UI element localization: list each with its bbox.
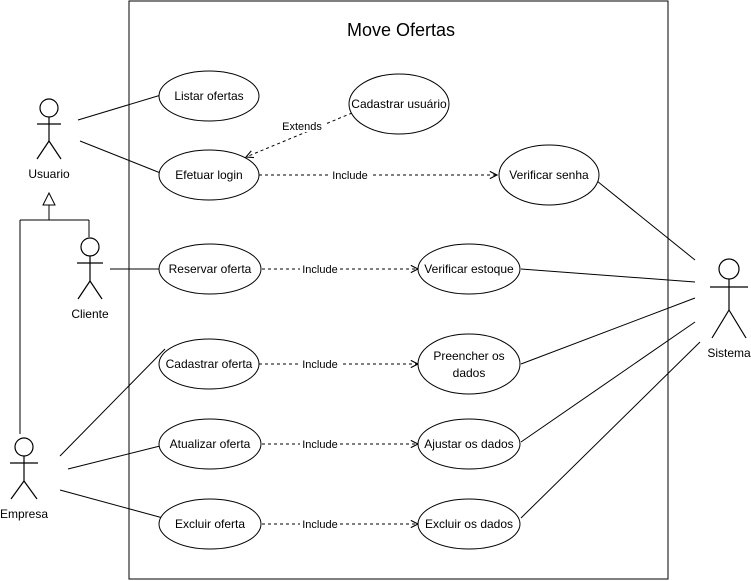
actor-empresa-label: Empresa bbox=[0, 507, 48, 521]
use-case-atualizar-oferta-label: Atualizar oferta bbox=[170, 437, 251, 451]
use-case-preencher-dados[interactable]: Preencher os dados bbox=[417, 333, 521, 395]
actor-empresa[interactable] bbox=[10, 437, 38, 500]
use-case-verificar-estoque-label: Verificar estoque bbox=[424, 262, 514, 276]
use-case-efetuar-login[interactable]: Efetuar login bbox=[158, 149, 260, 201]
actor-sistema[interactable] bbox=[710, 258, 748, 339]
use-case-verificar-estoque[interactable]: Verificar estoque bbox=[417, 243, 521, 295]
use-case-preencher-dados-label-line2: dados bbox=[453, 366, 486, 380]
extends-label: Extends bbox=[282, 121, 322, 133]
use-case-cadastrar-usuario-label: Cadastrar usuário bbox=[351, 97, 447, 111]
generalization-edge bbox=[19, 191, 90, 434]
use-case-listar-ofertas-label: Listar ofertas bbox=[174, 89, 243, 103]
use-case-excluir-dados[interactable]: Excluir os dados bbox=[417, 498, 521, 550]
actor-usuario-label: Usuario bbox=[28, 167, 70, 181]
use-case-excluir-oferta[interactable]: Excluir oferta bbox=[158, 498, 262, 550]
use-case-atualizar-oferta[interactable]: Atualizar oferta bbox=[158, 418, 262, 470]
include-label-reservar: Include bbox=[302, 264, 337, 276]
system-title: Move Ofertas bbox=[347, 20, 455, 40]
use-case-reservar-oferta[interactable]: Reservar oferta bbox=[158, 243, 262, 295]
use-case-preencher-dados-label-line1: Preencher os bbox=[433, 349, 504, 363]
association-edges bbox=[59, 94, 701, 519]
include-label-login: Include bbox=[332, 170, 367, 182]
use-case-cadastrar-usuario[interactable]: Cadastrar usuário bbox=[348, 73, 450, 135]
actor-cliente-label: Cliente bbox=[71, 307, 109, 321]
use-case-listar-ofertas[interactable]: Listar ofertas bbox=[158, 70, 260, 122]
include-label-atualizar: Include bbox=[302, 439, 337, 451]
include-label-excluir: Include bbox=[302, 519, 337, 531]
actor-sistema-label: Sistema bbox=[707, 346, 751, 360]
use-case-verificar-senha-label: Verificar senha bbox=[509, 168, 589, 182]
use-case-cadastrar-oferta[interactable]: Cadastrar oferta bbox=[158, 338, 260, 390]
use-case-efetuar-login-label: Efetuar login bbox=[175, 168, 242, 182]
use-case-excluir-dados-label: Excluir os dados bbox=[425, 517, 513, 531]
actor-cliente[interactable] bbox=[77, 237, 103, 300]
use-case-ajustar-dados-label: Ajustar os dados bbox=[424, 437, 513, 451]
use-case-ajustar-dados[interactable]: Ajustar os dados bbox=[417, 418, 521, 470]
include-label-cadastrar: Include bbox=[302, 359, 337, 371]
use-case-excluir-oferta-label: Excluir oferta bbox=[175, 517, 245, 531]
use-case-reservar-oferta-label: Reservar oferta bbox=[169, 262, 252, 276]
use-case-verificar-senha[interactable]: Verificar senha bbox=[498, 144, 600, 206]
actor-usuario[interactable] bbox=[36, 98, 62, 160]
extends-edge bbox=[246, 112, 353, 157]
use-case-cadastrar-oferta-label: Cadastrar oferta bbox=[166, 357, 253, 371]
